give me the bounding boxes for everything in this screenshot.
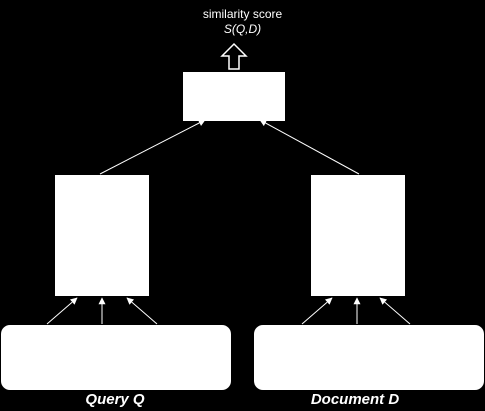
- up-arrow-icon: [220, 42, 248, 70]
- document-encoder-box: [310, 174, 406, 297]
- document-input-arrow-left: [301, 297, 333, 325]
- query-to-score-arrow: [99, 119, 206, 175]
- document-input-arrow-right: [379, 297, 411, 325]
- query-input-arrow-left: [46, 297, 78, 325]
- query-encoder-box: [54, 174, 150, 297]
- similarity-score-label: similarity score: [202, 7, 283, 21]
- scoring-box: [182, 71, 286, 122]
- query-input-box: [0, 324, 232, 391]
- query-input-arrow-right: [126, 297, 158, 325]
- document-label: Document D: [310, 391, 400, 408]
- document-input-box: [253, 324, 485, 391]
- similarity-score-symbol: S(Q,D): [223, 22, 262, 36]
- document-to-score-arrow: [259, 119, 360, 175]
- query-label: Query Q: [85, 391, 145, 408]
